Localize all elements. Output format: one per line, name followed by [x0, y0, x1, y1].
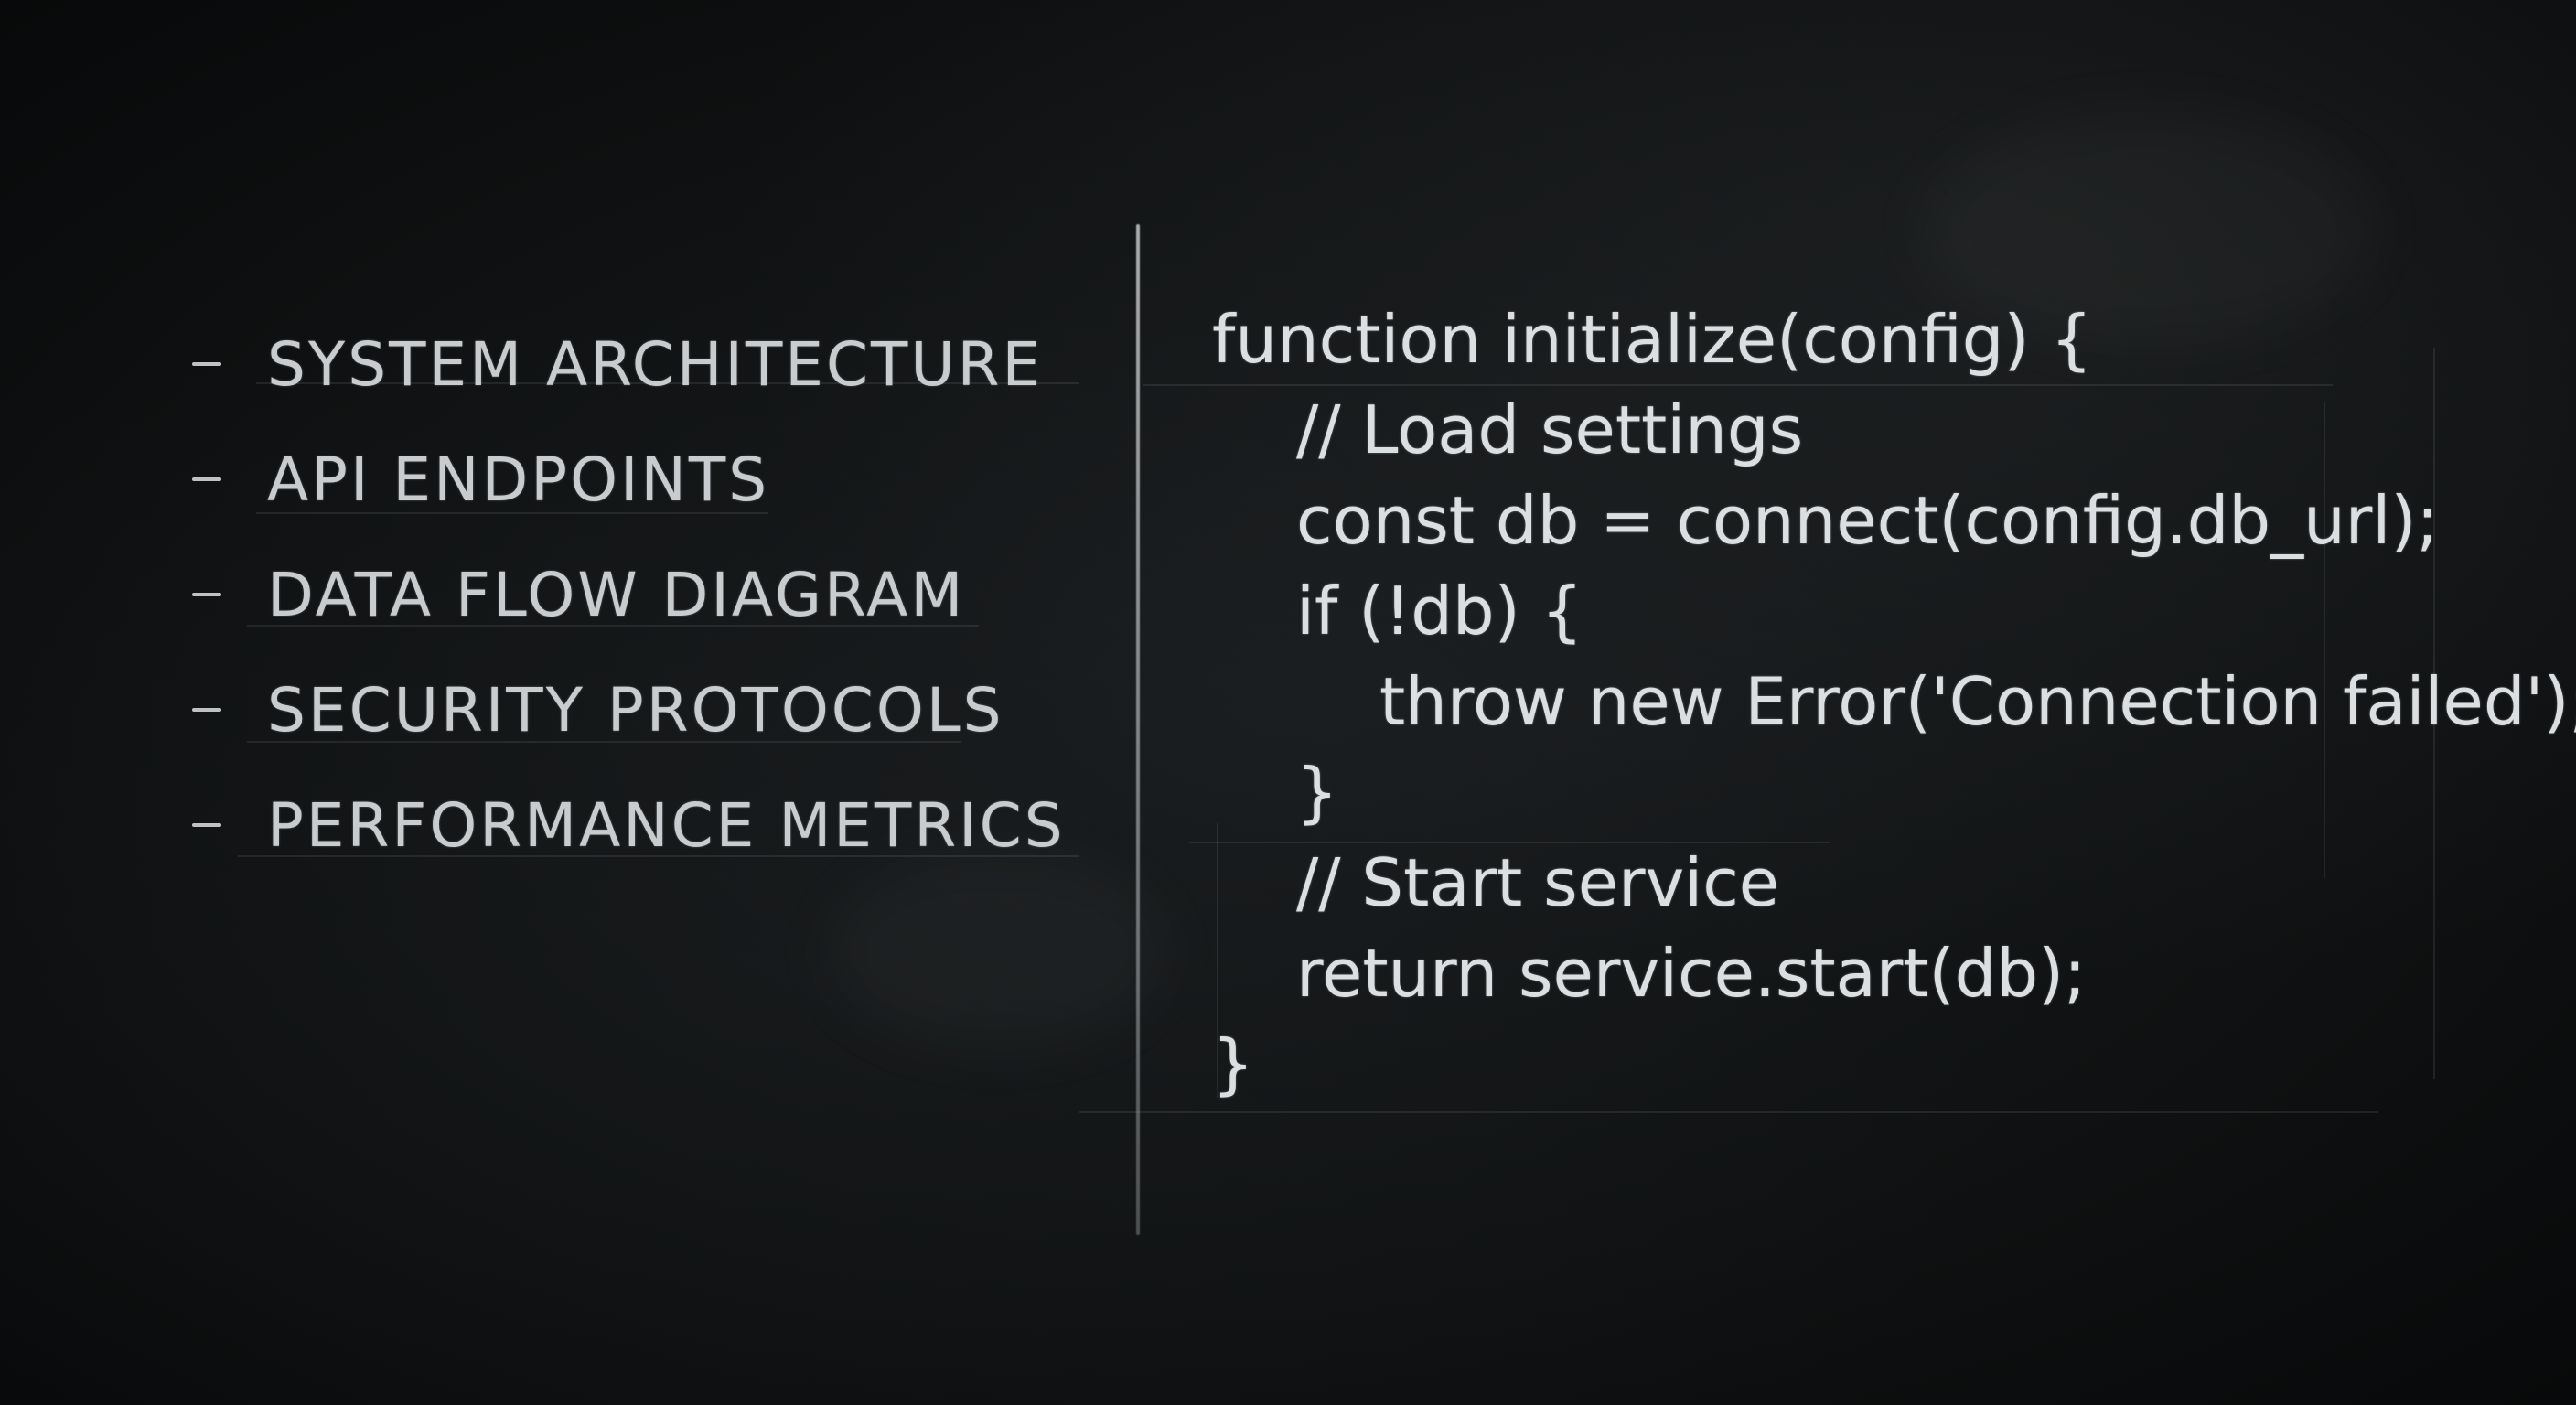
code-line: if (!db) {	[1296, 573, 1583, 649]
topic-item: SECURITY PROTOCOLS	[192, 652, 1089, 767]
code-line: }	[1212, 1025, 1254, 1102]
vertical-divider	[1136, 224, 1140, 1235]
code-comment: // Start service	[1296, 844, 1780, 921]
dash-bullet	[192, 823, 221, 827]
topic-item: DATA FLOW DIAGRAM	[192, 537, 1089, 652]
dash-bullet	[192, 362, 221, 366]
guide-line	[247, 625, 979, 627]
topic-label: API ENDPOINTS	[267, 444, 770, 515]
code-line: }	[1296, 754, 1338, 831]
code-comment: // Load settings	[1296, 391, 1804, 468]
code-line: const db = connect(config.db_url);	[1296, 482, 2439, 559]
guide-line	[256, 512, 768, 514]
code-line: return service.start(db);	[1296, 935, 2087, 1012]
topic-item: PERFORMANCE METRICS	[192, 767, 1089, 883]
guide-line	[256, 382, 1079, 384]
guide-line	[2324, 402, 2325, 878]
topic-label: SYSTEM ARCHITECTURE	[267, 328, 1044, 400]
guide-line	[1217, 823, 1218, 1098]
topic-label: SECURITY PROTOCOLS	[267, 674, 1004, 745]
topic-item: API ENDPOINTS	[192, 422, 1089, 537]
topic-label: DATA FLOW DIAGRAM	[267, 559, 966, 630]
code-snippet: function initialize(config) { // Load se…	[1212, 295, 2576, 1110]
code-line: throw new Error('Connection failed');	[1379, 663, 2576, 740]
guide-line	[1189, 842, 1830, 843]
guide-line	[2433, 348, 2435, 1079]
dash-bullet	[192, 593, 221, 596]
topic-label: PERFORMANCE METRICS	[267, 789, 1066, 861]
guide-line	[1143, 384, 2333, 386]
dash-bullet	[192, 708, 221, 712]
guide-line	[1079, 1111, 2378, 1113]
code-line: function initialize(config) {	[1212, 301, 2093, 378]
topic-item: SYSTEM ARCHITECTURE	[192, 306, 1089, 422]
guide-line	[238, 855, 1079, 857]
topic-list: SYSTEM ARCHITECTURE API ENDPOINTS DATA F…	[192, 306, 1089, 883]
guide-line	[247, 741, 961, 743]
dash-bullet	[192, 477, 221, 481]
